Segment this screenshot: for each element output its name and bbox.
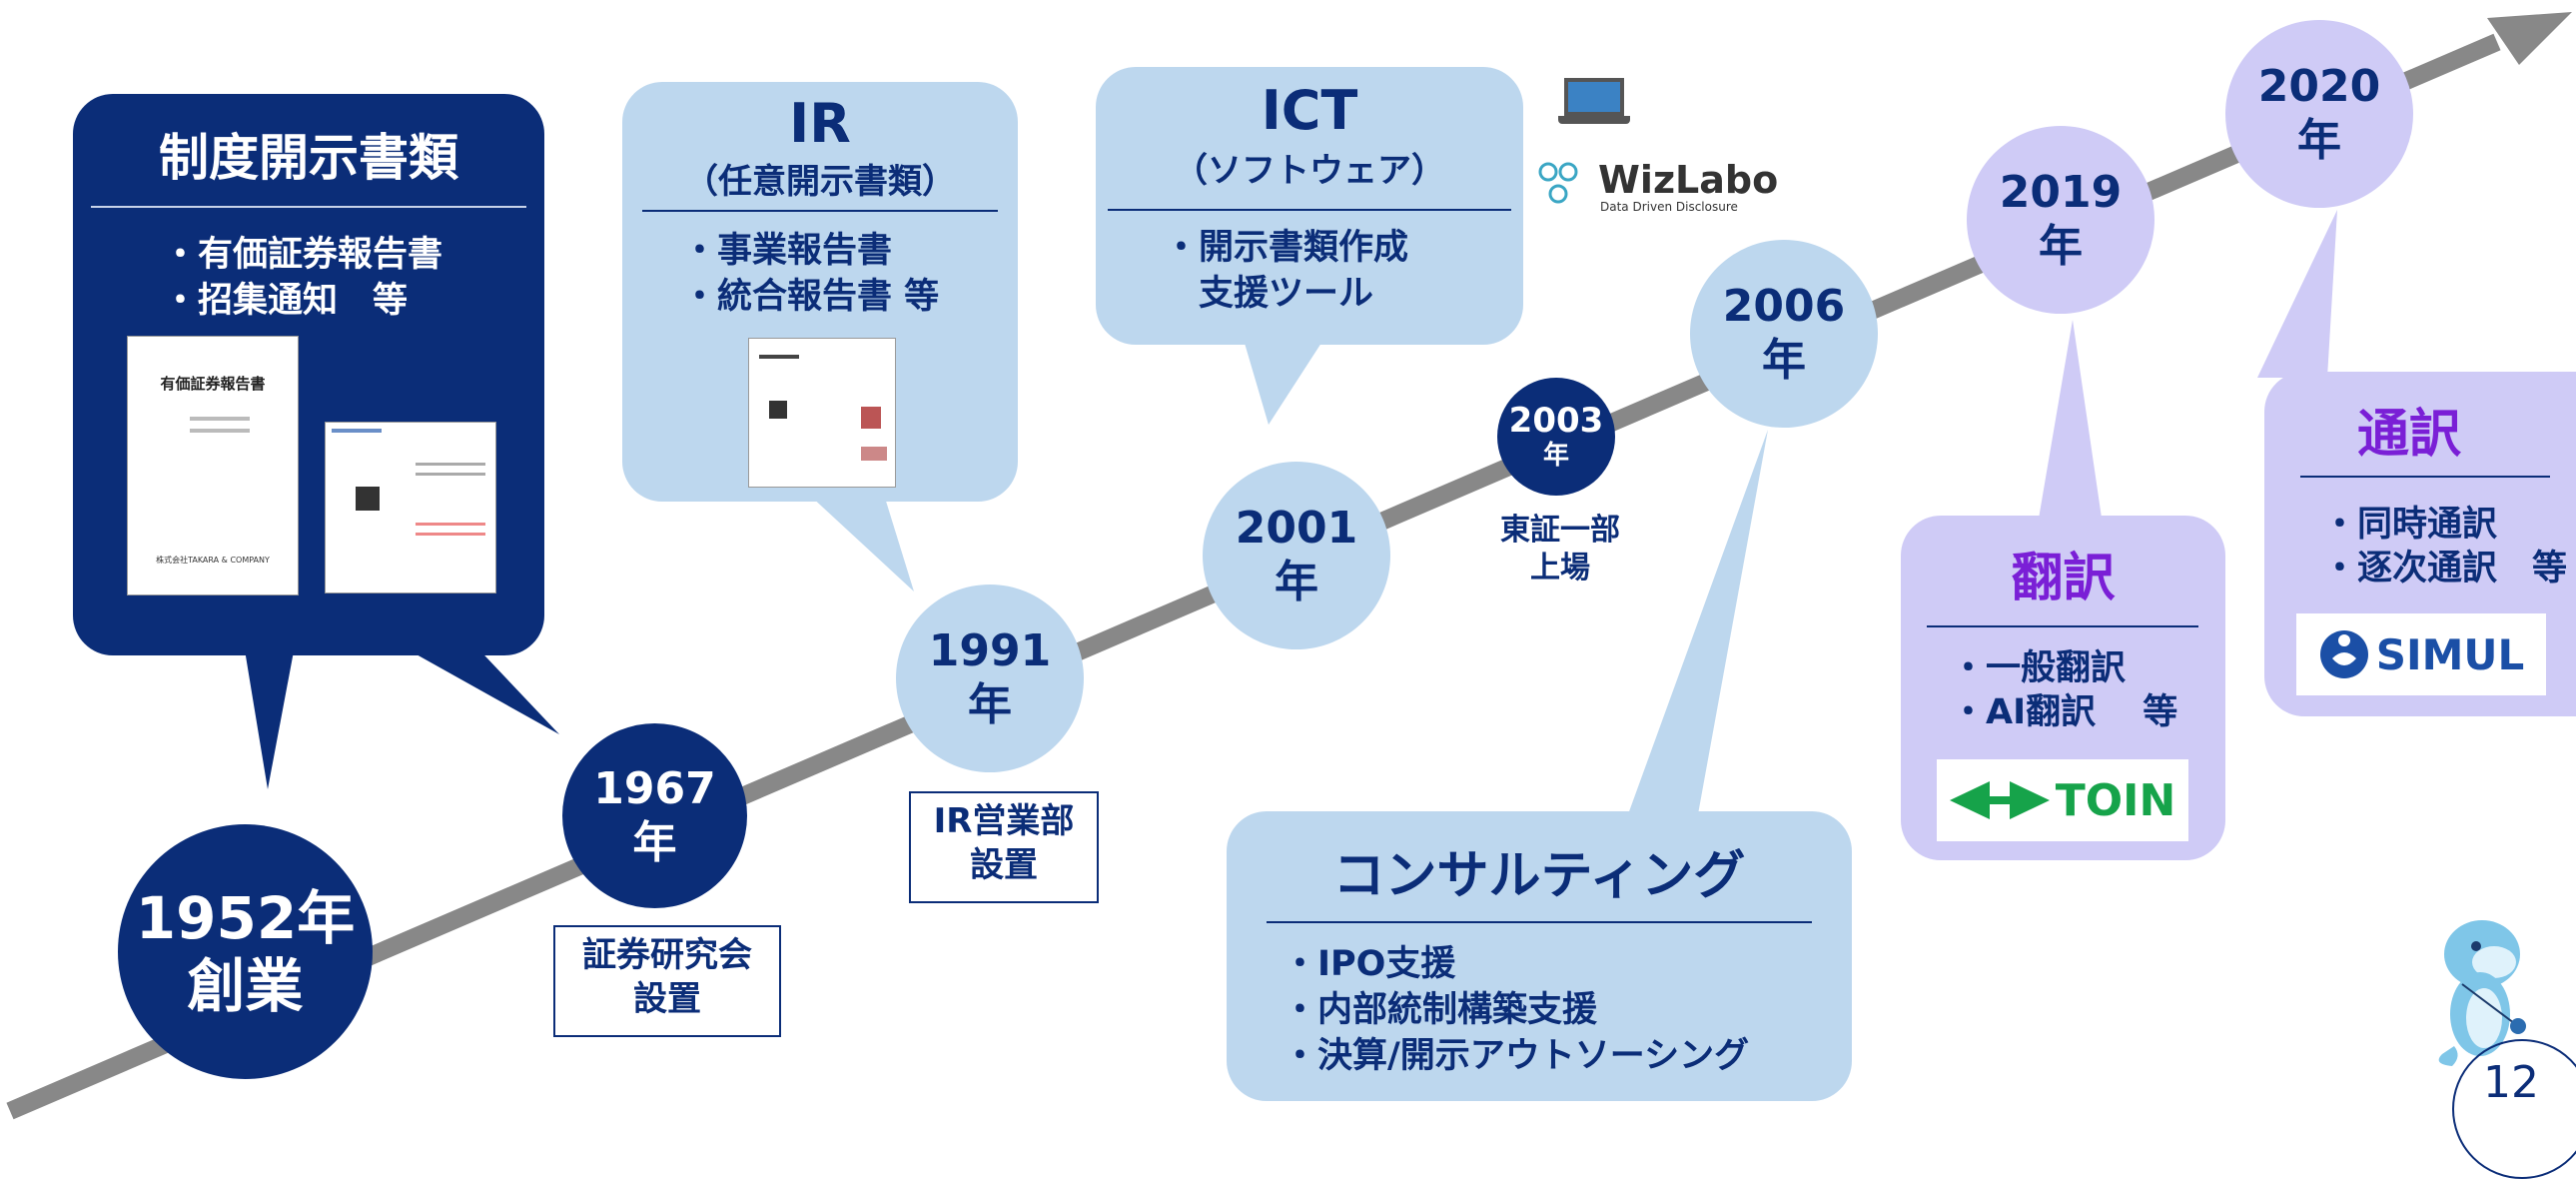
ir-item-2: ・統合報告書 等 (682, 277, 940, 317)
ir-item-1: ・事業報告書 (682, 231, 893, 271)
divider (1267, 921, 1812, 923)
divider (2300, 476, 2550, 478)
year-2003-circle: 2003 年 (1497, 378, 1615, 496)
year-2001-circle: 2001 年 (1203, 462, 1390, 649)
ir-sales-dept-label: IR営業部 設置 (909, 791, 1099, 903)
translation-item-1: ・一般翻訳 (1951, 648, 2127, 688)
simul-mark-icon (2319, 630, 2368, 678)
wizlabo-name: WizLabo (1598, 158, 1779, 202)
statutory-callout-tail-2 (390, 639, 559, 734)
ir-callout-tail (809, 495, 914, 591)
qr-code (769, 401, 787, 419)
timeline-arrowhead (2487, 12, 2572, 65)
statutory-callout-tail (240, 619, 300, 789)
year-2006-circle: 2006 年 (1690, 240, 1878, 428)
year-2020-unit: 年 (2297, 115, 2341, 166)
year-2019-unit: 年 (2039, 221, 2083, 272)
divider (1108, 209, 1511, 211)
page-number: 12 (2483, 1057, 2539, 1108)
divider (91, 206, 526, 208)
founding-year: 1952年 (135, 883, 356, 952)
year-2019-circle: 2019 年 (1967, 126, 2154, 314)
year-1991-unit: 年 (968, 679, 1012, 730)
dolphin-mascot-icon (2422, 914, 2542, 1074)
year-2019-number: 2019 (1999, 167, 2123, 218)
year-2006-number: 2006 (1722, 281, 1846, 332)
simul-logo: SIMUL (2296, 613, 2546, 695)
statutory-item-2: ・招集通知 等 (163, 281, 409, 321)
consulting-title: コンサルティング (1332, 846, 1746, 906)
statutory-title: 制度開示書類 (159, 129, 458, 187)
interpretation-callout-tail (2257, 210, 2337, 378)
wizlabo-hexagon-icon (1538, 162, 1582, 210)
year-2001-unit: 年 (1275, 557, 1318, 607)
ir-box: IR （任意開示書類） ・事業報告書 ・統合報告書 等 (622, 82, 1018, 502)
year-2003-number: 2003 (1508, 401, 1604, 441)
year-2020-circle: 2020 年 (2225, 20, 2413, 208)
statutory-disclosure-box: 制度開示書類 ・有価証券報告書 ・招集通知 等 有価証券報告書 株式会社TAKA… (73, 94, 544, 655)
qr-code (356, 487, 380, 511)
ict-title: ICT (1261, 79, 1358, 142)
founding-circle: 1952年 創業 (118, 824, 373, 1079)
interpretation-box: 通訳 ・同時通訳 ・逐次通訳 等 SIMUL (2264, 372, 2576, 716)
consulting-item-1: ・IPO支援 (1283, 944, 1456, 984)
tse-listing-label: 東証一部 上場 (1500, 513, 1620, 586)
ict-box: ICT （ソフトウェア） ・開示書類作成 支援ツール (1096, 67, 1523, 345)
year-1991-circle: 1991 年 (896, 585, 1084, 772)
timeline-slide: 制度開示書類 ・有価証券報告書 ・招集通知 等 有価証券報告書 株式会社TAKA… (6, 12, 2576, 1179)
securities-report-thumbnail: 有価証券報告書 株式会社TAKARA & COMPANY (127, 336, 299, 595)
toin-mark-icon (1949, 781, 2050, 819)
translation-item-2: ・AI翻訳 等 (1951, 692, 2178, 732)
ict-callout-tail (1244, 340, 1323, 425)
year-1967-unit: 年 (632, 816, 677, 868)
toin-logo: TOIN (1937, 759, 2188, 841)
laptop-icon (1558, 78, 1630, 128)
divider (642, 210, 998, 212)
year-1991-number: 1991 (928, 625, 1052, 676)
translation-title: 翻訳 (2011, 549, 2116, 608)
consulting-item-3: ・決算/開示アウトソーシング (1283, 1036, 1750, 1076)
year-1967-number: 1967 (593, 762, 716, 814)
ict-subtitle: （ソフトウェア） (1174, 151, 1445, 191)
integrated-report-thumbnail (748, 338, 896, 488)
ict-item-1: ・開示書類作成 (1164, 228, 1409, 268)
securities-research-label: 証券研究会 設置 (553, 925, 781, 1037)
founding-label: 創業 (187, 951, 304, 1020)
convocation-notice-thumbnail (325, 422, 496, 593)
consulting-box: コンサルティング ・IPO支援 ・内部統制構築支援 ・決算/開示アウトソーシング (1227, 811, 1852, 1101)
wizlabo-tagline: Data Driven Disclosure (1600, 200, 1738, 214)
interpretation-item-2: ・逐次通訳 等 (2322, 549, 2568, 589)
translation-callout-tail (2038, 320, 2103, 525)
ict-item-2: 支援ツール (1164, 274, 1374, 314)
statutory-item-1: ・有価証券報告書 (163, 235, 443, 275)
year-1967-circle: 1967 年 (562, 723, 747, 908)
consulting-callout-tail (1628, 430, 1768, 814)
interpretation-title: 通訳 (2356, 405, 2461, 465)
ir-title: IR (789, 92, 851, 155)
interpretation-item-1: ・同時通訳 (2322, 505, 2498, 545)
year-2003-unit: 年 (1542, 441, 1569, 471)
ir-subtitle: （任意開示書類） (684, 162, 956, 202)
consulting-item-2: ・内部統制構築支援 (1283, 990, 1598, 1030)
translation-box: 翻訳 ・一般翻訳 ・AI翻訳 等 TOIN (1901, 516, 2225, 860)
year-2020-number: 2020 (2257, 61, 2381, 112)
year-2001-number: 2001 (1235, 503, 1358, 554)
year-2006-unit: 年 (1762, 335, 1806, 386)
divider (1927, 625, 2198, 627)
